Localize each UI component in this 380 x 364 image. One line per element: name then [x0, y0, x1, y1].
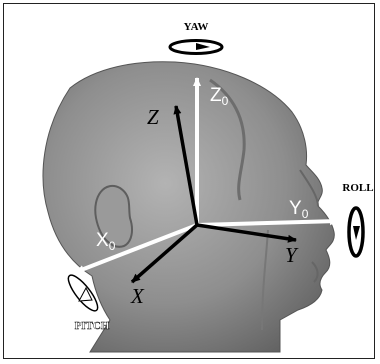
roll-rotation-icon — [349, 208, 363, 256]
y0-subscript: 0 — [302, 207, 309, 221]
z-axis-label: Z — [147, 105, 159, 129]
z0-main: Z — [210, 85, 222, 106]
roll-label: ROLL — [342, 182, 373, 194]
x0-subscript: 0 — [109, 239, 116, 253]
pitch-label: PITCH — [75, 320, 110, 332]
z0-subscript: 0 — [222, 94, 229, 108]
y0-main: Y — [289, 198, 302, 219]
x0-main: X — [96, 230, 109, 251]
x-axis-label: X — [130, 284, 145, 308]
yaw-rotation-icon — [170, 41, 222, 54]
yaw-label: YAW — [184, 21, 209, 33]
